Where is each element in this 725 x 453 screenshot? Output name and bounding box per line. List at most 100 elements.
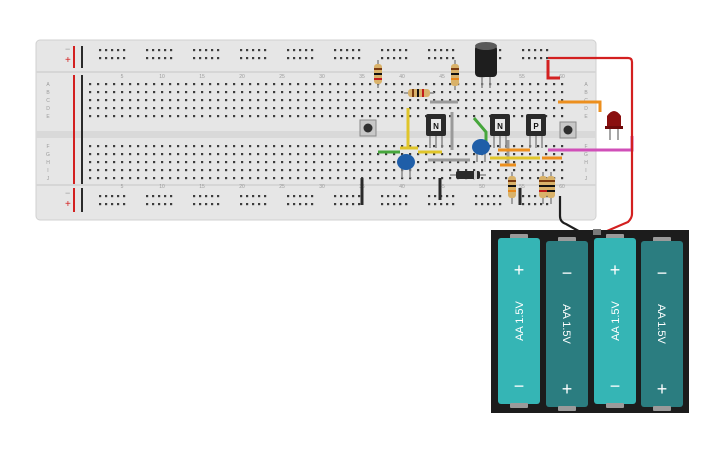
hole[interactable] xyxy=(553,91,555,93)
hole[interactable] xyxy=(529,107,531,109)
rail-hole[interactable] xyxy=(246,49,248,51)
rail-hole[interactable] xyxy=(522,203,524,205)
hole[interactable] xyxy=(105,169,107,171)
hole[interactable] xyxy=(529,91,531,93)
rail-hole[interactable] xyxy=(211,195,213,197)
rail-hole[interactable] xyxy=(352,195,354,197)
hole[interactable] xyxy=(153,161,155,163)
rail-hole[interactable] xyxy=(111,57,113,59)
hole[interactable] xyxy=(561,153,563,155)
rail-hole[interactable] xyxy=(264,57,266,59)
hole[interactable] xyxy=(241,145,243,147)
hole[interactable] xyxy=(337,169,339,171)
hole[interactable] xyxy=(201,115,203,117)
rail-hole[interactable] xyxy=(399,49,401,51)
hole[interactable] xyxy=(393,145,395,147)
hole[interactable] xyxy=(289,169,291,171)
rail-hole[interactable] xyxy=(264,49,266,51)
hole[interactable] xyxy=(337,115,339,117)
hole[interactable] xyxy=(385,145,387,147)
rail-hole[interactable] xyxy=(428,203,430,205)
hole[interactable] xyxy=(273,153,275,155)
hole[interactable] xyxy=(529,99,531,101)
hole[interactable] xyxy=(217,153,219,155)
hole[interactable] xyxy=(329,161,331,163)
hole[interactable] xyxy=(89,153,91,155)
hole[interactable] xyxy=(153,99,155,101)
hole[interactable] xyxy=(449,107,451,109)
hole[interactable] xyxy=(89,115,91,117)
hole[interactable] xyxy=(97,91,99,93)
hole[interactable] xyxy=(305,153,307,155)
rail-hole[interactable] xyxy=(252,195,254,197)
hole[interactable] xyxy=(353,177,355,179)
hole[interactable] xyxy=(537,83,539,85)
hole[interactable] xyxy=(137,177,139,179)
hole[interactable] xyxy=(289,153,291,155)
hole[interactable] xyxy=(369,153,371,155)
hole[interactable] xyxy=(441,169,443,171)
hole[interactable] xyxy=(481,169,483,171)
hole[interactable] xyxy=(105,161,107,163)
hole[interactable] xyxy=(153,107,155,109)
rail-hole[interactable] xyxy=(446,57,448,59)
hole[interactable] xyxy=(353,161,355,163)
hole[interactable] xyxy=(537,169,539,171)
hole[interactable] xyxy=(297,145,299,147)
hole[interactable] xyxy=(201,99,203,101)
rail-hole[interactable] xyxy=(299,49,301,51)
hole[interactable] xyxy=(513,99,515,101)
rail-hole[interactable] xyxy=(117,57,119,59)
hole[interactable] xyxy=(105,145,107,147)
hole[interactable] xyxy=(217,115,219,117)
rail-hole[interactable] xyxy=(434,49,436,51)
hole[interactable] xyxy=(377,145,379,147)
hole[interactable] xyxy=(97,99,99,101)
rail-hole[interactable] xyxy=(405,195,407,197)
rail-hole[interactable] xyxy=(264,195,266,197)
hole[interactable] xyxy=(449,153,451,155)
hole[interactable] xyxy=(241,177,243,179)
hole[interactable] xyxy=(153,177,155,179)
hole[interactable] xyxy=(433,145,435,147)
hole[interactable] xyxy=(249,115,251,117)
hole[interactable] xyxy=(265,177,267,179)
hole[interactable] xyxy=(513,115,515,117)
hole[interactable] xyxy=(145,107,147,109)
hole[interactable] xyxy=(129,169,131,171)
hole[interactable] xyxy=(257,91,259,93)
hole[interactable] xyxy=(337,91,339,93)
hole[interactable] xyxy=(457,107,459,109)
hole[interactable] xyxy=(337,161,339,163)
hole[interactable] xyxy=(145,153,147,155)
rail-hole[interactable] xyxy=(528,195,530,197)
hole[interactable] xyxy=(121,177,123,179)
hole[interactable] xyxy=(121,153,123,155)
hole[interactable] xyxy=(105,177,107,179)
hole[interactable] xyxy=(153,115,155,117)
rail-hole[interactable] xyxy=(434,195,436,197)
hole[interactable] xyxy=(465,107,467,109)
hole[interactable] xyxy=(265,145,267,147)
hole[interactable] xyxy=(273,107,275,109)
hole[interactable] xyxy=(553,107,555,109)
rail-hole[interactable] xyxy=(534,195,536,197)
hole[interactable] xyxy=(217,177,219,179)
rail-hole[interactable] xyxy=(217,57,219,59)
rail-hole[interactable] xyxy=(99,195,101,197)
hole[interactable] xyxy=(121,169,123,171)
hole[interactable] xyxy=(449,83,451,85)
hole[interactable] xyxy=(257,107,259,109)
hole[interactable] xyxy=(289,145,291,147)
hole[interactable] xyxy=(401,83,403,85)
hole[interactable] xyxy=(545,161,547,163)
hole[interactable] xyxy=(177,145,179,147)
hole[interactable] xyxy=(465,169,467,171)
hole[interactable] xyxy=(521,83,523,85)
rail-hole[interactable] xyxy=(217,195,219,197)
hole[interactable] xyxy=(305,83,307,85)
hole[interactable] xyxy=(169,169,171,171)
hole[interactable] xyxy=(489,177,491,179)
hole[interactable] xyxy=(321,83,323,85)
hole[interactable] xyxy=(529,83,531,85)
